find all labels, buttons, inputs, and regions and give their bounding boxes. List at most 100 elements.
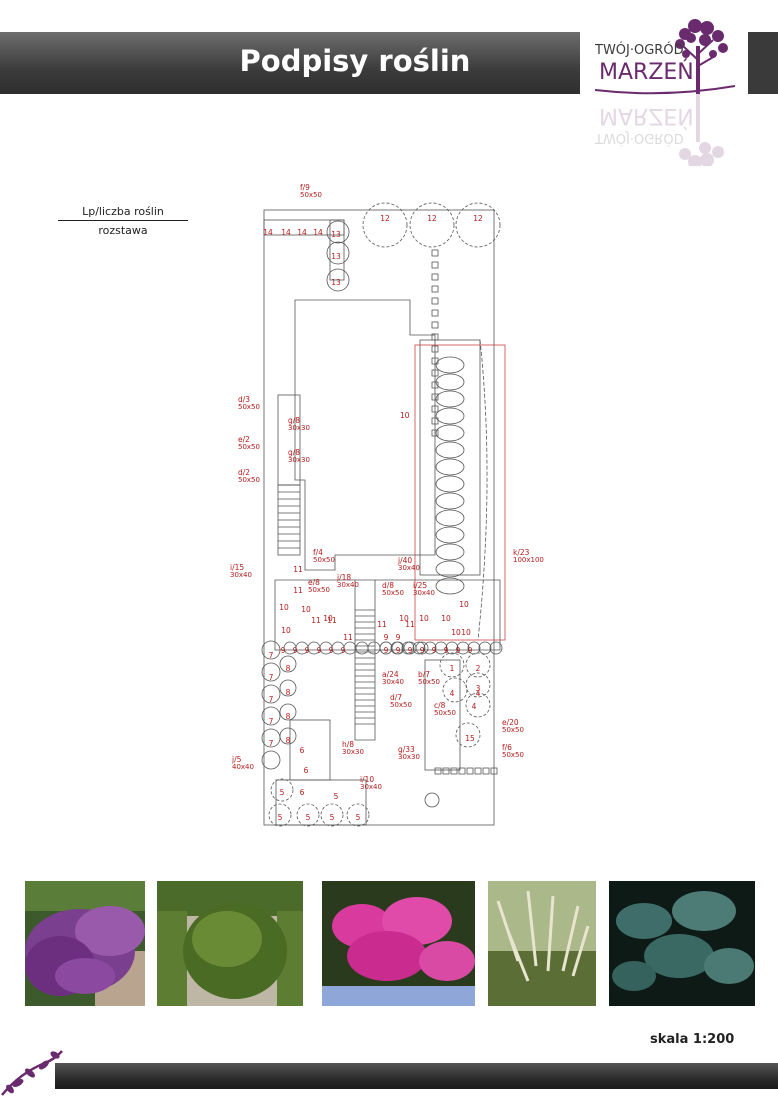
plan-number-4: 13 bbox=[331, 230, 341, 239]
plan-number-9: 12 bbox=[473, 214, 483, 223]
plan-number-34: 9 bbox=[396, 646, 401, 655]
plan-label-16: d/7 bbox=[390, 693, 402, 702]
plan-number-22: 10 bbox=[419, 614, 429, 623]
plan-number-5: 13 bbox=[331, 252, 341, 261]
plan-number-60: 5 bbox=[334, 792, 339, 801]
plan-number-63: 4 bbox=[472, 702, 477, 711]
plan-label-size-17: 50x50 bbox=[434, 709, 456, 717]
plan-number-20: 10 bbox=[281, 626, 291, 635]
plan-number-11: 11 bbox=[293, 586, 303, 595]
plan-label-11: j/40 bbox=[397, 556, 412, 565]
plan-label-size-0: 50x50 bbox=[300, 191, 322, 199]
plan-label-size-14: 30x40 bbox=[382, 678, 404, 686]
vine-decoration-icon bbox=[1, 1050, 63, 1096]
plan-number-24: 10 bbox=[451, 628, 461, 637]
scale-label: skala 1:200 bbox=[650, 1032, 735, 1047]
plan-label-2: g/8 bbox=[288, 416, 300, 425]
plan-number-18: 10 bbox=[301, 605, 311, 614]
plan-label-23: i/10 bbox=[360, 775, 374, 784]
plan-label-18: e/20 bbox=[502, 718, 519, 727]
plan-number-2: 14 bbox=[297, 228, 307, 237]
plan-number-19: 10 bbox=[323, 614, 333, 623]
plan-number-30: 9 bbox=[317, 646, 322, 655]
plan-label-1: d/3 bbox=[238, 395, 250, 404]
header-bar-right bbox=[748, 32, 778, 94]
plan-number-45: 8 bbox=[286, 712, 291, 721]
plan-label-15: b/7 bbox=[418, 670, 430, 679]
plan-label-17: c/8 bbox=[434, 701, 446, 710]
plan-label-8: e/8 bbox=[308, 578, 320, 587]
plan-number-65: 2 bbox=[476, 664, 481, 673]
plan-label-size-23: 30x40 bbox=[360, 783, 382, 791]
footer-bar bbox=[55, 1063, 778, 1089]
legend-subtitle: rozstawa bbox=[98, 224, 148, 237]
plan-label-3: e/2 bbox=[238, 435, 250, 444]
plan-number-47: 7 bbox=[269, 651, 274, 660]
plan-number-6: 13 bbox=[331, 278, 341, 287]
plan-number-1: 14 bbox=[281, 228, 291, 237]
plan-label-size-7: 30x40 bbox=[230, 571, 252, 579]
logo: TWÓJ·OGRÓD MARZEŃ MARZEŃ TWÓJ·OGRÓD bbox=[585, 16, 745, 166]
plan-label-size-4: 30x30 bbox=[288, 456, 310, 464]
plan-number-64: 3 bbox=[476, 684, 481, 693]
plan-label-6: f/4 bbox=[313, 548, 323, 557]
page-title: Podpisy roślin bbox=[239, 44, 471, 78]
plant-photo-fountain-grass bbox=[488, 881, 596, 1006]
plan-number-51: 7 bbox=[269, 739, 274, 748]
plan-number-28: 9 bbox=[293, 646, 298, 655]
plan-label-size-8: 50x50 bbox=[308, 586, 330, 594]
plan-number-43: 8 bbox=[286, 664, 291, 673]
plan-number-32: 9 bbox=[341, 646, 346, 655]
plan-number-14: 11 bbox=[343, 633, 353, 642]
plan-label-size-21: 30x30 bbox=[398, 753, 420, 761]
plan-number-62: 4 bbox=[476, 689, 481, 698]
plan-number-10: 11 bbox=[293, 565, 303, 574]
plan-label-20: h/8 bbox=[342, 740, 354, 749]
plan-label-13: k/23 bbox=[513, 548, 530, 557]
legend-title: Lp/liczba roślin bbox=[58, 205, 188, 221]
plan-label-19: f/6 bbox=[502, 743, 512, 752]
plan-number-38: 9 bbox=[444, 646, 449, 655]
plan-number-15: 11 bbox=[377, 620, 387, 629]
logo-text-line2: MARZEŃ bbox=[599, 59, 694, 85]
plan-number-21: 10 bbox=[399, 614, 409, 623]
plan-number-27: 9 bbox=[281, 646, 286, 655]
plan-number-23: 10 bbox=[441, 614, 451, 623]
plan-label-9: j/18 bbox=[336, 573, 351, 582]
plan-label-size-5: 50x50 bbox=[238, 476, 260, 484]
plan-number-31: 9 bbox=[329, 646, 334, 655]
plan-label-size-3: 50x50 bbox=[238, 443, 260, 451]
plan-number-35: 9 bbox=[408, 646, 413, 655]
plan-number-56: 5 bbox=[278, 813, 283, 822]
plan-number-67: 15 bbox=[465, 734, 475, 743]
plan-label-21: g/33 bbox=[398, 745, 415, 754]
plan-number-66: 1 bbox=[450, 664, 455, 673]
plan-number-37: 9 bbox=[432, 646, 437, 655]
plan-label-size-13: 100x100 bbox=[513, 556, 544, 564]
plan-number-12: 11 bbox=[311, 616, 321, 625]
plan-number-7: 12 bbox=[380, 214, 390, 223]
plant-photo-boxwood bbox=[157, 881, 303, 1006]
plan-number-42: 9 bbox=[396, 633, 401, 642]
plan-number-8: 12 bbox=[427, 214, 437, 223]
plan-number-16: 11 bbox=[405, 620, 415, 629]
plan-number-44: 8 bbox=[286, 688, 291, 697]
plan-number-33: 9 bbox=[384, 646, 389, 655]
plan-number-54: 6 bbox=[300, 788, 305, 797]
plan-number-52: 6 bbox=[300, 746, 305, 755]
plan-number-40: 9 bbox=[468, 646, 473, 655]
plan-number-3: 14 bbox=[313, 228, 323, 237]
plant-photo-lavender bbox=[25, 881, 145, 1006]
plan-label-14: a/24 bbox=[382, 670, 399, 679]
plan-number-39: 9 bbox=[456, 646, 461, 655]
plan-label-size-22: 40x40 bbox=[232, 763, 254, 771]
plan-label-10: d/8 bbox=[382, 581, 394, 590]
svg-text:MARZEŃ: MARZEŃ bbox=[599, 103, 694, 129]
plan-label-5: d/2 bbox=[238, 468, 250, 477]
garden-plan: f/950x50d/350x50g/830x30e/250x50g/830x30… bbox=[230, 183, 544, 827]
plan-number-46: 8 bbox=[286, 736, 291, 745]
plan-number-36: 9 bbox=[420, 646, 425, 655]
plan-label-size-12: 30x40 bbox=[413, 589, 435, 597]
plan-number-59: 5 bbox=[356, 813, 361, 822]
plan-number-48: 7 bbox=[269, 673, 274, 682]
